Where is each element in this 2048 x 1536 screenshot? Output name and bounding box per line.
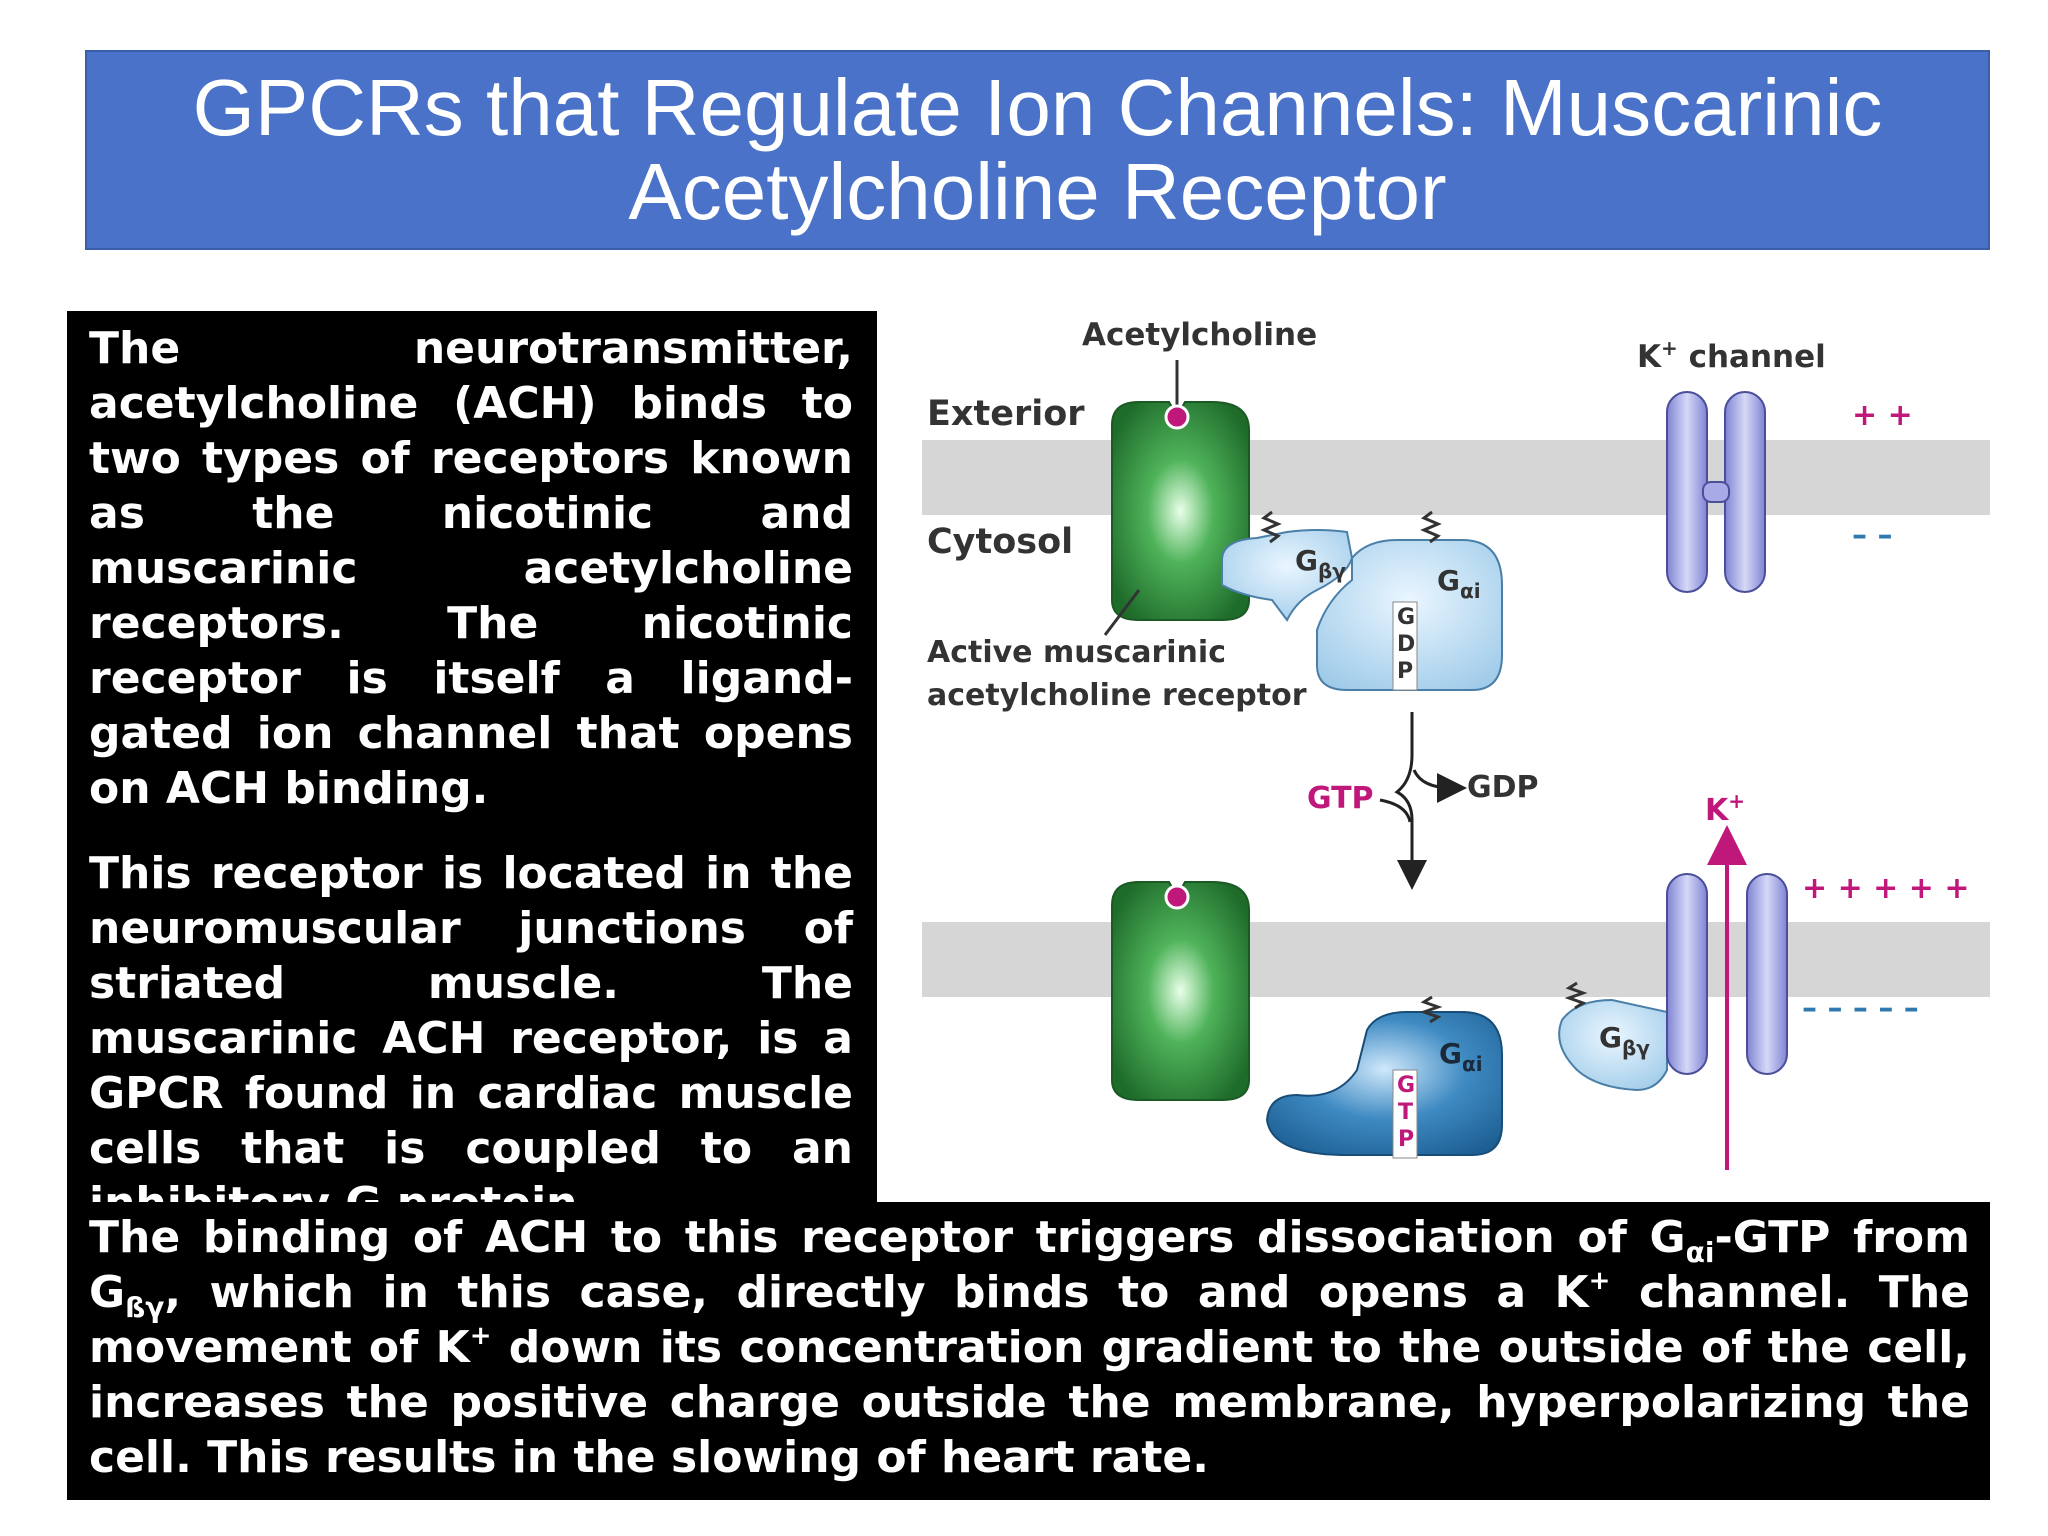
gby-label-top: Gβγ [1295,544,1346,583]
label-cytosol: Cytosol [927,522,1073,562]
transition-arrow [1394,712,1427,890]
left-text-box: The neurotransmitter, acetylcholine (ACH… [67,311,877,1229]
lipid-anchor-gai-bottom [1419,995,1443,1024]
gby-label-bottom: Gβγ [1599,1021,1650,1060]
label-exterior: Exterior [927,394,1085,434]
paragraph-nicotinic: The neurotransmitter, acetylcholine (ACH… [89,323,853,814]
g-beta-gamma-bottom [1558,998,1668,1092]
lipid-anchor-gby-bottom [1564,981,1588,1010]
bottom-text-box: The binding of ACH to this receptor trig… [67,1202,1990,1500]
label-k-ion: K+ [1705,789,1745,828]
charges-bottom-positive: + + + + + [1802,871,1969,906]
gai-label-bottom: Gαi [1439,1037,1483,1076]
slide-title: GPCRs that Regulate Ion Channels: Muscar… [192,63,1883,236]
pointer-active-receptor [1103,589,1141,636]
gtp-box [1392,1069,1418,1159]
gdp-letter-g: G [1397,605,1415,630]
gpcr-diagram: Acetylcholine Exterior Cytosol Active mu… [922,317,1990,1170]
k-channel-right-top [1724,391,1766,593]
receptor-bottom [1111,881,1250,1101]
gdp-box [1392,601,1418,691]
paragraph-mechanism: The binding of ACH to this receptor trig… [89,1212,1970,1483]
gtp-letter-t: T [1398,1100,1413,1125]
gtp-letter-g: G [1397,1073,1415,1098]
lipid-anchor-gai-top [1420,510,1442,544]
k-channel-left-bottom [1666,873,1708,1075]
k-channel-left-top [1666,391,1708,593]
charges-top-negative: – – [1852,518,1892,553]
gtp-entry-arrow [1379,798,1412,823]
label-gdp: GDP [1467,770,1539,805]
acetylcholine-ligand-bottom [1164,884,1190,910]
gdp-letter-p: P [1397,659,1413,684]
gdp-letter-d: D [1397,632,1415,657]
k-channel-right-bottom [1746,873,1788,1075]
gdp-release-arrow [1412,769,1467,803]
charges-bottom-negative: – – – – – [1802,991,1919,1026]
membrane-top [922,440,1990,515]
label-k-channel: K+ channel [1637,336,1826,375]
gtp-letter-p: P [1398,1127,1414,1152]
g-alpha-i-bottom [1265,1011,1503,1156]
paragraph-muscarinic: This receptor is located in the neuromus… [89,848,853,1229]
label-active-receptor-1: Active muscarinic [927,635,1226,670]
title-banner: GPCRs that Regulate Ion Channels: Muscar… [85,50,1990,250]
membrane-bottom [922,922,1990,997]
charges-top-positive: + + [1852,398,1913,433]
label-active-receptor-2: acetylcholine receptor [927,678,1307,713]
g-beta-gamma-top [1221,529,1354,622]
receptor-top [1111,401,1250,621]
label-gtp: GTP [1307,781,1374,816]
gai-label-top: Gαi [1437,564,1481,603]
lipid-anchor-gby-top [1260,510,1282,544]
k-channel-gate-top [1702,481,1730,503]
label-acetylcholine: Acetylcholine [1082,317,1317,353]
acetylcholine-ligand-top [1164,404,1190,430]
